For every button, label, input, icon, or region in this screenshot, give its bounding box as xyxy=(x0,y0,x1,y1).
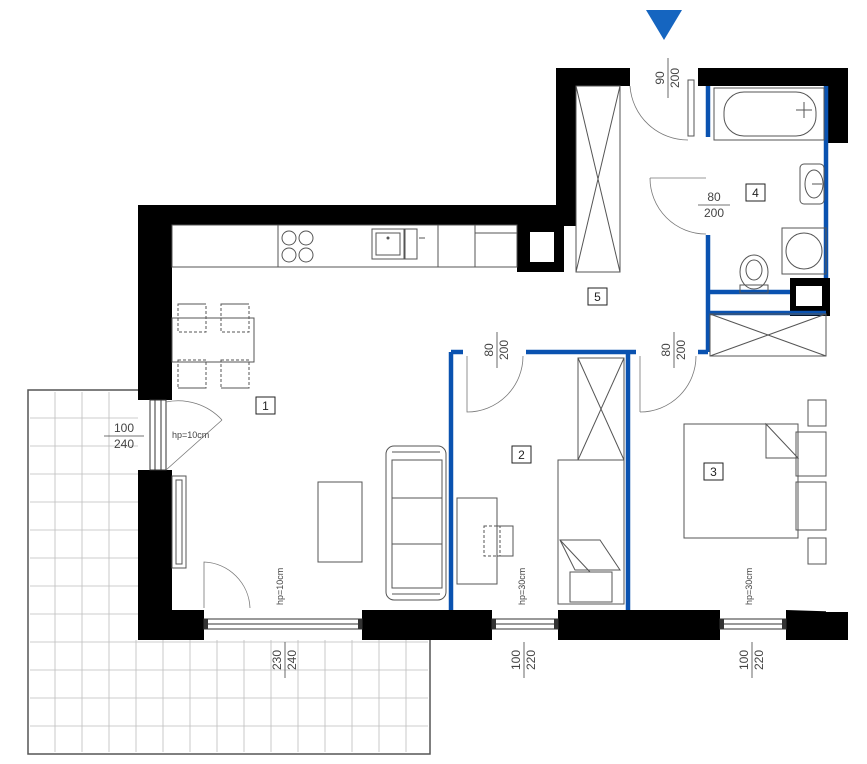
washing-machine-icon xyxy=(781,227,827,275)
svg-text:80: 80 xyxy=(482,343,496,357)
tv-cabinet xyxy=(171,475,187,569)
svg-text:4: 4 xyxy=(752,186,759,200)
entrance-door xyxy=(629,79,695,141)
kitchen-counter xyxy=(171,224,518,268)
sofa xyxy=(385,445,447,601)
svg-text:80: 80 xyxy=(707,190,721,204)
room3-door-dimension: 80 200 xyxy=(659,332,688,368)
balcony-door-dimension: 100 240 xyxy=(104,421,144,451)
room-label-3: 3 xyxy=(703,462,724,481)
svg-text:200: 200 xyxy=(674,340,688,360)
svg-text:3: 3 xyxy=(710,465,717,479)
kitchen-sink-icon xyxy=(371,228,425,260)
room2-window-dimension: 100 220 xyxy=(509,642,538,678)
room-label-1: 1 xyxy=(255,396,276,415)
svg-text:2: 2 xyxy=(518,448,525,462)
svg-text:200: 200 xyxy=(668,68,682,88)
balcony-door-opening xyxy=(149,399,223,471)
svg-text:240: 240 xyxy=(114,437,134,451)
living-room-door-swing xyxy=(203,561,251,609)
svg-text:200: 200 xyxy=(704,206,724,220)
exterior-walls xyxy=(138,68,848,640)
room-label-5: 5 xyxy=(587,287,608,306)
svg-text:hp=30cm: hp=30cm xyxy=(744,568,754,605)
svg-text:220: 220 xyxy=(752,650,766,670)
room3-door xyxy=(639,355,697,413)
room3-window-dimension: 100 220 xyxy=(737,642,766,678)
svg-text:220: 220 xyxy=(524,650,538,670)
bed-room2 xyxy=(557,459,625,605)
bathroom-door xyxy=(649,177,707,235)
svg-text:230: 230 xyxy=(270,650,284,670)
svg-text:80: 80 xyxy=(659,343,673,357)
dining-table xyxy=(171,303,255,389)
room2-door xyxy=(466,355,524,413)
toilet-icon xyxy=(739,254,769,294)
bathroom-door-dimension: 80 200 xyxy=(698,190,730,220)
room2-sill-note: hp=30cm xyxy=(517,568,527,605)
svg-text:100: 100 xyxy=(509,650,523,670)
hall-wardrobe xyxy=(575,85,621,273)
balcony-sill-note: hp=10cm xyxy=(172,430,209,440)
svg-text:90: 90 xyxy=(653,71,667,85)
double-bed xyxy=(683,399,827,565)
svg-text:100: 100 xyxy=(737,650,751,670)
room-label-2: 2 xyxy=(511,445,532,464)
svg-text:240: 240 xyxy=(285,650,299,670)
terrace-tile-grid xyxy=(30,392,428,752)
room3-window xyxy=(719,618,787,630)
terrace-window-dimension: 230 240 xyxy=(270,642,299,678)
svg-text:hp=10cm: hp=10cm xyxy=(275,568,285,605)
storage-closet xyxy=(709,313,827,357)
coffee-table xyxy=(317,481,363,563)
entrance-door-dimension: 90 200 xyxy=(653,58,682,98)
svg-text:100: 100 xyxy=(114,421,134,435)
svg-text:1: 1 xyxy=(262,399,269,413)
room2-window xyxy=(491,618,559,630)
svg-text:5: 5 xyxy=(594,290,601,304)
svg-text:hp=10cm: hp=10cm xyxy=(172,430,209,440)
room-label-4: 4 xyxy=(745,183,766,202)
terrace-window xyxy=(203,618,363,630)
triangle-down-icon xyxy=(646,10,682,40)
desk xyxy=(456,497,514,585)
cooktop-icon xyxy=(281,230,314,263)
bathroom-sink-icon xyxy=(799,163,825,205)
bathtub xyxy=(713,87,825,141)
room2-door-dimension: 80 200 xyxy=(482,332,511,368)
svg-text:200: 200 xyxy=(497,340,511,360)
svg-text:hp=30cm: hp=30cm xyxy=(517,568,527,605)
terrace-sill-note: hp=10cm xyxy=(275,568,285,605)
room3-sill-note: hp=30cm xyxy=(744,568,754,605)
